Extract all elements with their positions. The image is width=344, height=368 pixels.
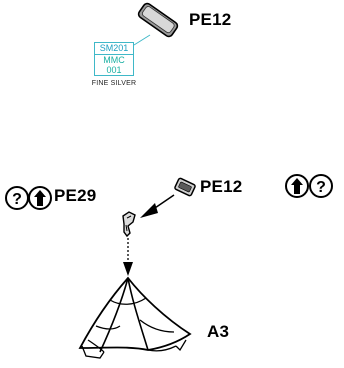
- a3-label: A3: [207, 322, 230, 341]
- pe12-top-label: PE12: [189, 10, 232, 29]
- spec-number: 001: [106, 65, 122, 75]
- left-icon-group: ?: [5, 186, 52, 210]
- help-icon: ?: [309, 174, 333, 198]
- svg-text:?: ?: [316, 179, 326, 196]
- svg-text:?: ?: [12, 191, 22, 208]
- arrow-pe29-to-a3: [123, 238, 133, 276]
- pe12-bottom-label: PE12: [200, 177, 243, 196]
- arrow-up-icon: [285, 174, 309, 198]
- a3-part: [78, 276, 192, 359]
- spec-material: MMC: [103, 55, 125, 65]
- pe12-top-part: [133, 2, 179, 46]
- help-icon: ?: [5, 186, 29, 210]
- spec-code: SM201: [95, 43, 133, 55]
- right-icon-group: ?: [285, 174, 333, 198]
- arrow-pe12-to-pe29: [140, 194, 175, 218]
- pe29-label: PE29: [54, 186, 97, 205]
- pe12-bottom-part: [174, 177, 196, 197]
- arrow-up-icon: [28, 186, 52, 210]
- spec-finish: FINE SILVER: [91, 80, 137, 87]
- spec-table: SM201 MMC 001: [94, 42, 134, 76]
- pe29-part: [122, 211, 136, 238]
